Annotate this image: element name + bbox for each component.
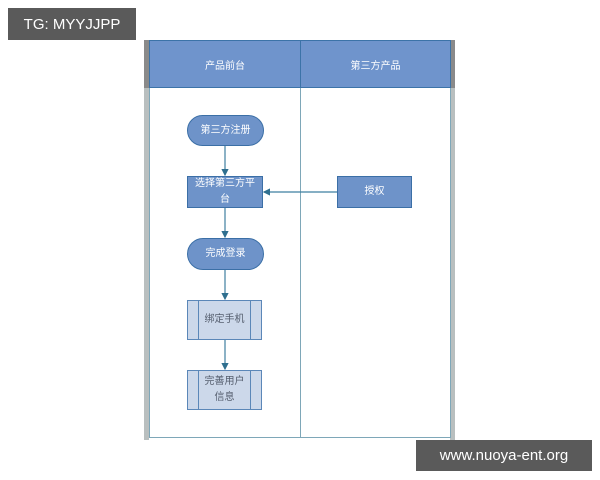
node-bind-phone-label: 绑定手机 [204,314,245,325]
frame-left-bar [144,88,149,440]
frame-right-bar-top [450,40,455,88]
lane-third-party [300,40,451,438]
node-select-platform-line1: 选择第三方平 [195,178,255,189]
node-bind-phone: 绑定手机 [187,300,262,340]
node-complete-profile-line1: 完善用户 [204,376,245,387]
subprocess-left-bar [188,301,199,339]
frame-left-bar-top [144,40,149,88]
node-authorize: 授权 [337,176,412,208]
swimlane-diagram: 产品前台 第三方产品 [144,40,456,440]
subprocess-right-bar [250,371,261,409]
frame-right-bar [450,88,455,440]
watermark-top-left: TG: MYYJJPP [8,8,136,40]
node-third-party-register: 第三方注册 [187,115,264,146]
node-complete-profile: 完善用户 信息 [187,370,262,410]
watermark-bottom-right: www.nuoya-ent.org [416,440,592,471]
subprocess-right-bar [250,301,261,339]
node-select-platform: 选择第三方平 台 [187,176,263,208]
subprocess-left-bar [188,371,199,409]
node-login-complete: 完成登录 [187,238,264,270]
node-select-platform-line2: 台 [220,194,230,205]
node-complete-profile-line2: 信息 [214,392,235,403]
lane-header-third-party: 第三方产品 [300,40,451,88]
